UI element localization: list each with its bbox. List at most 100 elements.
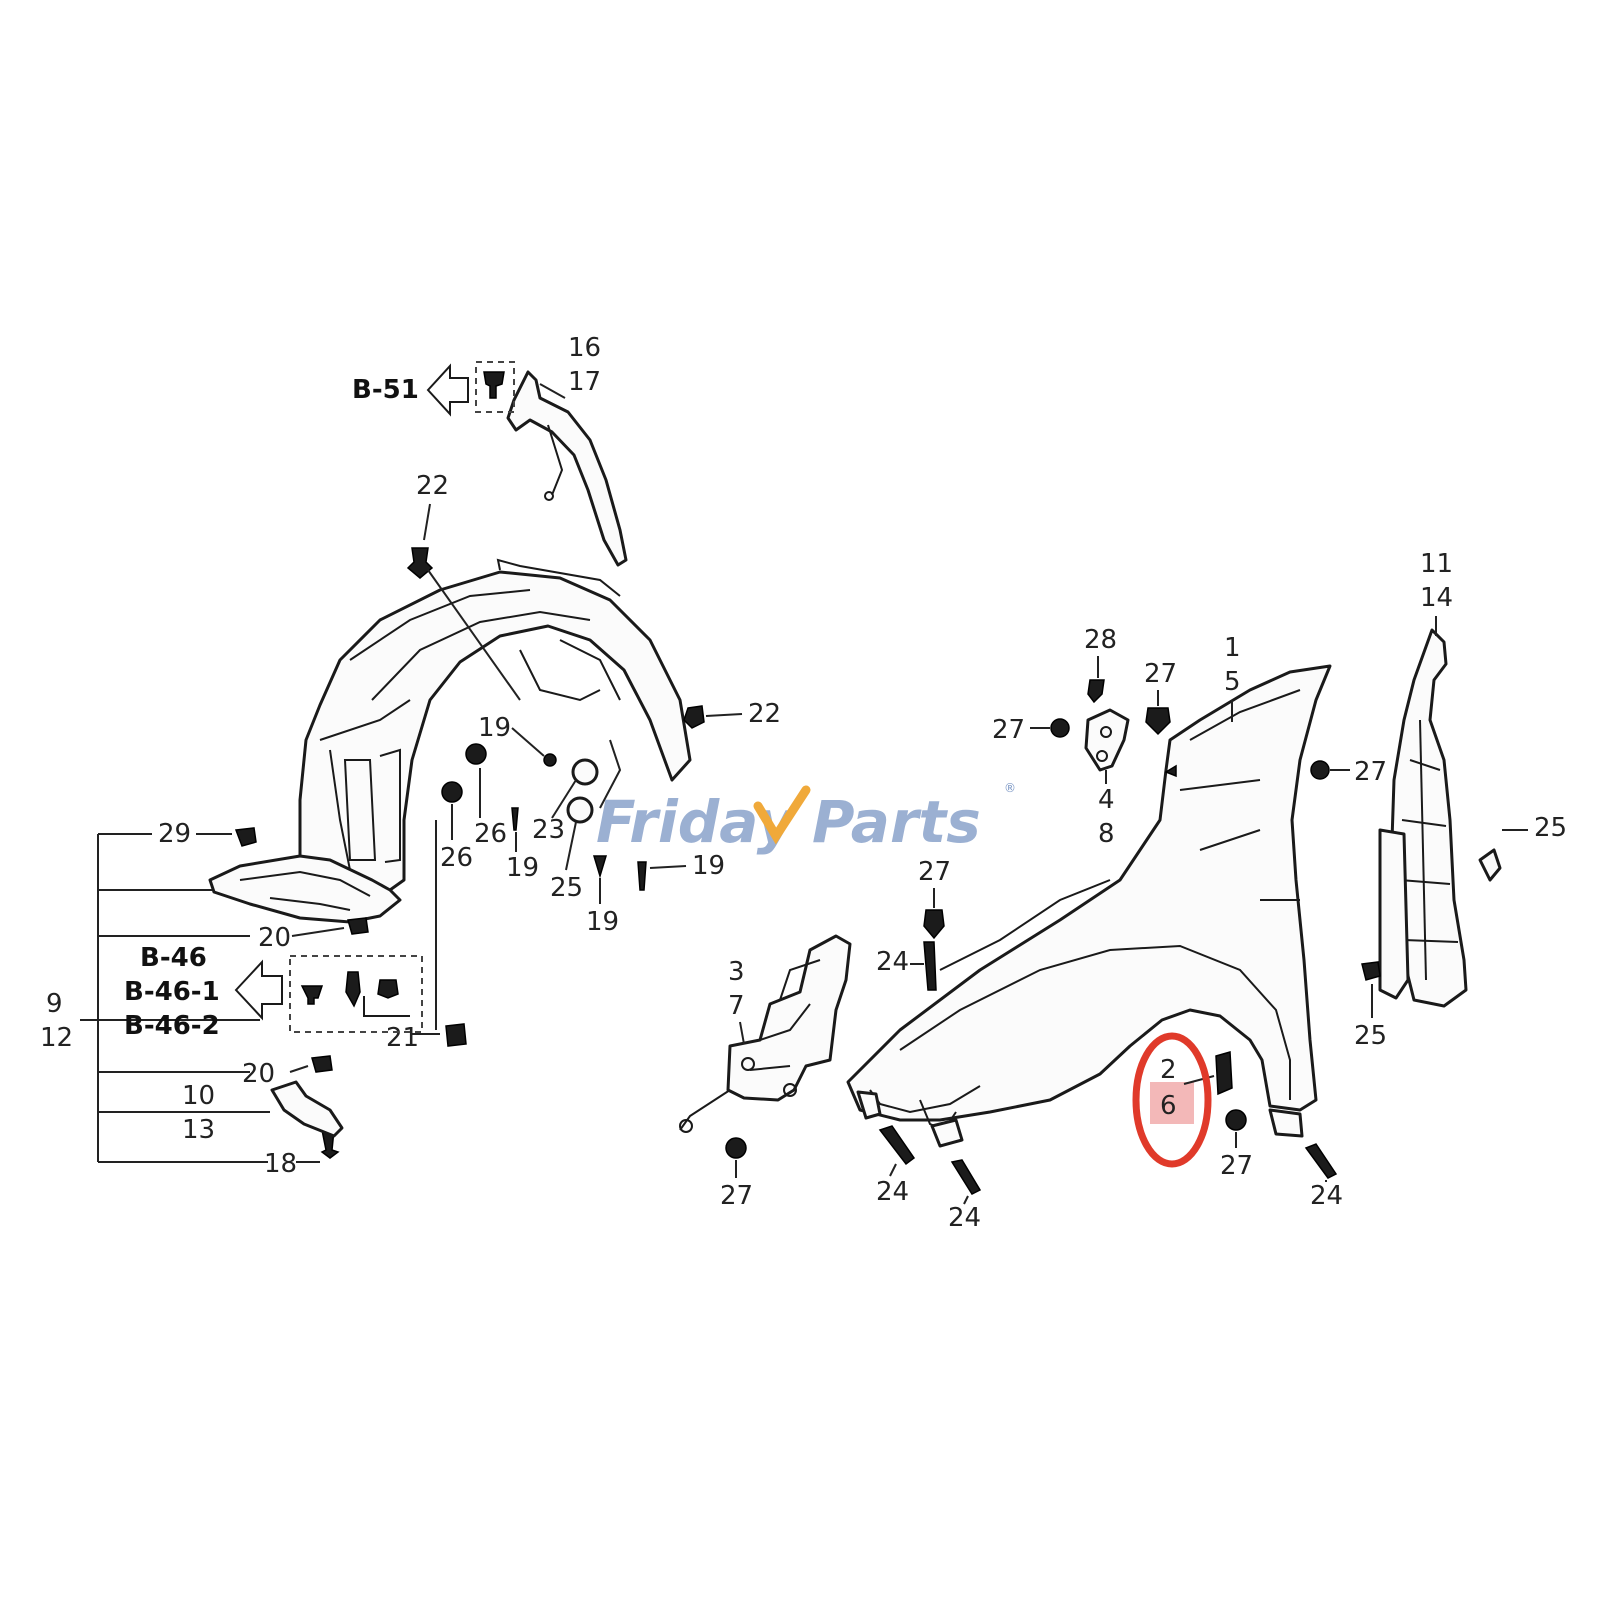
watermark-registered: ®	[1004, 781, 1016, 795]
ref-arrow-b46-icon	[234, 959, 283, 1021]
label-25c: 25	[1354, 1021, 1387, 1051]
fasteners-fender	[725, 679, 1502, 1195]
plug-25-icon	[566, 796, 594, 824]
clip-b46b-icon	[345, 971, 361, 1008]
label-6: 6	[1160, 1091, 1177, 1121]
grommet-26a-icon	[465, 743, 487, 765]
nut-27c-icon	[1310, 760, 1330, 780]
label-13: 13	[182, 1115, 215, 1145]
label-27b: 27	[992, 715, 1025, 745]
ref-b46-2: B-46-2	[124, 1011, 220, 1041]
grommet-26b-icon	[441, 781, 463, 803]
nut-27a-icon	[1050, 718, 1070, 738]
nut-27f-icon	[1225, 1109, 1247, 1131]
bracket-4-8	[1084, 708, 1130, 772]
label-11: 11	[1420, 549, 1453, 579]
label-3: 3	[728, 957, 745, 987]
clip-21-icon	[445, 1023, 467, 1047]
label-12: 12	[40, 1023, 73, 1053]
clip-22b-icon	[683, 705, 705, 729]
highlight-ring	[1132, 1032, 1212, 1168]
clip-25c-icon	[1361, 961, 1381, 981]
label-29: 29	[158, 819, 191, 849]
label-27e: 27	[720, 1181, 753, 1211]
label-27f: 27	[1220, 1151, 1253, 1181]
clip-icon	[483, 371, 505, 399]
bolt-24a-icon	[923, 941, 937, 991]
plug-23-icon	[571, 758, 599, 786]
ref-b51-group: B-51	[352, 361, 515, 417]
label-14: 14	[1420, 583, 1453, 613]
clip-20b-icon	[311, 1055, 333, 1073]
watermark-logo: Friday Parts ®	[596, 781, 1016, 856]
nut-27b-icon	[1145, 707, 1171, 736]
label-24d: 24	[1310, 1181, 1343, 1211]
label-28: 28	[1084, 625, 1117, 655]
label-24c: 24	[948, 1203, 981, 1233]
watermark-check-icon	[753, 785, 811, 845]
screw-19d-icon	[637, 861, 647, 891]
bracket-part-16-17	[506, 370, 628, 567]
label-24b: 24	[876, 1177, 909, 1207]
screw-19c-icon	[592, 855, 608, 879]
label-23: 23	[532, 815, 565, 845]
front-fender	[846, 664, 1332, 1148]
label-26a: 26	[474, 819, 507, 849]
label-4: 4	[1098, 785, 1115, 815]
ref-b51: B-51	[352, 375, 419, 405]
label-16: 16	[568, 333, 601, 363]
clip-29-icon	[234, 827, 257, 847]
label-19a: 19	[478, 713, 511, 743]
ref-arrow-icon	[426, 363, 469, 417]
label-10: 10	[182, 1081, 215, 1111]
screw-28-icon	[1087, 679, 1105, 704]
fender-liner	[208, 558, 692, 924]
clip-20a-icon	[347, 917, 369, 935]
nut-27d-icon	[923, 909, 945, 940]
label-20a: 20	[258, 923, 291, 953]
label-25b: 25	[1534, 813, 1567, 843]
label-8: 8	[1098, 819, 1115, 849]
hinge-bracket-3-7	[679, 934, 852, 1133]
label-27c: 27	[1354, 757, 1387, 787]
bolt-24c-icon	[950, 1159, 982, 1195]
clip-part-2-6-icon	[1215, 1051, 1233, 1096]
label-5: 5	[1224, 667, 1241, 697]
label-27a: 27	[1144, 659, 1177, 689]
fender-bracket-11-14	[1378, 628, 1468, 1008]
highlight-fill	[1150, 1082, 1194, 1124]
label-27d: 27	[918, 857, 951, 887]
highlight-part-2-6: 2 6	[1132, 1032, 1215, 1168]
label-19c: 19	[586, 907, 619, 937]
bolt-24d-icon	[1304, 1143, 1338, 1179]
bolt-24b-icon	[878, 1125, 916, 1166]
label-22b: 22	[748, 699, 781, 729]
watermark-part2: Parts	[812, 788, 981, 856]
screw-19a-icon	[543, 753, 557, 767]
label-20b: 20	[242, 1059, 275, 1089]
clip-b46c-icon	[377, 979, 399, 999]
label-18: 18	[264, 1149, 297, 1179]
ref-b46-1: B-46-1	[124, 977, 220, 1007]
label-22a: 22	[416, 471, 449, 501]
nut-27e-icon	[725, 1137, 747, 1159]
bracket-10-13	[270, 1080, 344, 1138]
clip-22-icon	[406, 547, 434, 579]
label-21: 21	[386, 1023, 419, 1053]
label-19d: 19	[692, 851, 725, 881]
label-7: 7	[728, 991, 745, 1021]
assembly-bracket-9-12	[80, 820, 440, 1163]
label-26b: 26	[440, 843, 473, 873]
screw-19b-icon	[511, 807, 519, 831]
label-17: 17	[568, 367, 601, 397]
grommet-25b-icon	[1478, 848, 1502, 882]
label-19b: 19	[506, 853, 539, 883]
label-2: 2	[1160, 1055, 1177, 1085]
label-1: 1	[1224, 633, 1241, 663]
label-24a: 24	[876, 947, 909, 977]
ref-b46: B-46	[140, 943, 207, 973]
label-25a: 25	[550, 873, 583, 903]
ref-b46-group: B-46 B-46-1 B-46-2	[124, 943, 423, 1041]
